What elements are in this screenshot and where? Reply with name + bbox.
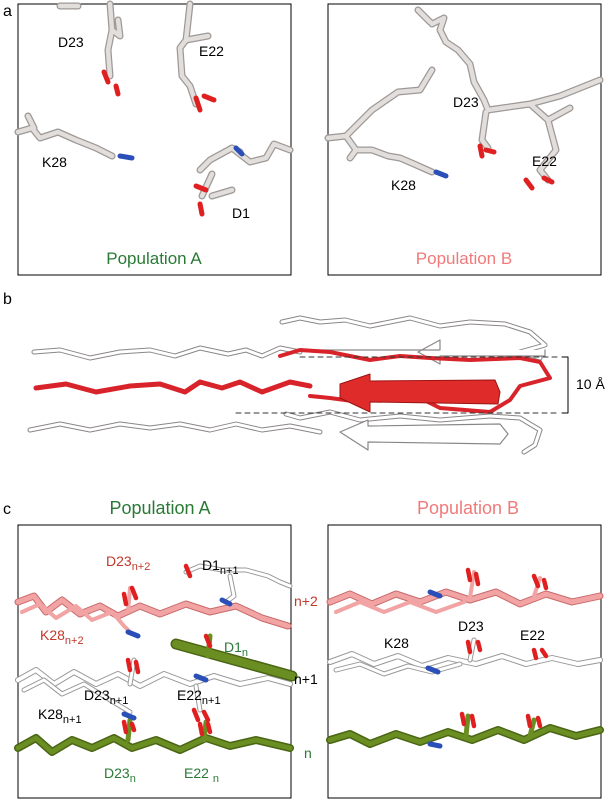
label-d1-a: D1 xyxy=(232,205,250,221)
panel-a-left-title: Population A xyxy=(106,249,202,268)
panel-a-left-structure xyxy=(14,0,294,217)
strand-bottom xyxy=(27,409,543,455)
label-d23-n2: D23n+2 xyxy=(106,553,150,573)
panel-c-right-title: Population B xyxy=(417,498,519,518)
layer-n-olive xyxy=(14,717,294,756)
label-k28-n1: K28n+1 xyxy=(38,706,82,726)
spacing-label: 10 Å xyxy=(576,376,605,392)
panel-c-right-structure xyxy=(326,567,604,749)
panel-b-letter: b xyxy=(3,291,12,308)
strand-top xyxy=(31,315,548,365)
panel-a-right-title: Population B xyxy=(416,249,512,268)
label-e22-n1: E22n+1 xyxy=(177,687,221,707)
label-k28-a: K28 xyxy=(42,154,67,170)
layer-n1-white xyxy=(15,657,293,715)
panel-c-left-title: Population A xyxy=(109,498,210,518)
layer-n2-salmon xyxy=(14,586,292,634)
panel-a-right-structure xyxy=(324,6,604,191)
label-k28-c-b: K28 xyxy=(384,635,409,651)
label-d23-n1: D23n+1 xyxy=(84,687,128,707)
label-layer-n1: n+1 xyxy=(294,671,318,687)
label-e22-c-b: E22 xyxy=(520,627,545,643)
label-d1-n1: D1n+1 xyxy=(202,557,239,577)
panel-c-left-frame xyxy=(17,524,292,799)
panel-a-right-frame xyxy=(327,3,602,276)
label-d1-n: D1n xyxy=(224,639,248,659)
label-e22-n: E22 n xyxy=(184,765,219,785)
panel-b-fibril xyxy=(27,315,569,455)
label-d23-n: D23n xyxy=(104,765,136,785)
strand-middle-red xyxy=(33,348,552,414)
label-e22-a: E22 xyxy=(199,43,224,59)
label-d23-b: D23 xyxy=(453,94,479,110)
label-d23-a: D23 xyxy=(58,34,84,50)
panel-a-left-frame xyxy=(17,3,292,276)
panel-c-letter: c xyxy=(3,501,11,518)
label-layer-n2: n+2 xyxy=(294,593,318,609)
panel-c-left-structure xyxy=(14,563,298,756)
label-d23-c-b: D23 xyxy=(458,618,484,634)
panel-a-letter: a xyxy=(3,3,12,20)
label-k28-n2: K28n+2 xyxy=(40,627,84,647)
label-e22-b: E22 xyxy=(532,153,557,169)
label-layer-n: n xyxy=(304,745,312,761)
spacing-bracket xyxy=(561,356,569,414)
label-k28-b: K28 xyxy=(391,177,416,193)
